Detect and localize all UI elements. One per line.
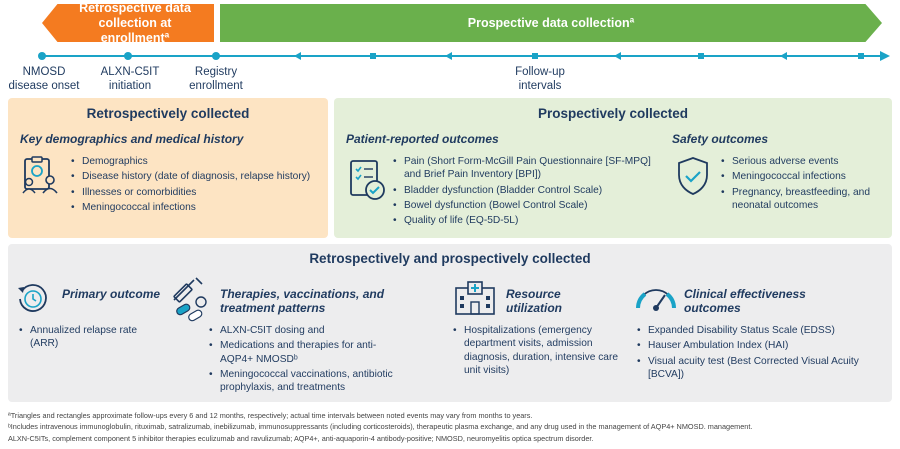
list-item: Hospitalizations (emergency department v… [452,324,622,377]
list-item: Pregnancy, breastfeeding, and neonatal o… [720,186,888,213]
resource-list: Hospitalizations (emergency department v… [452,324,622,379]
retro-and-prospective-panel-title: Retrospectively and prospectively collec… [309,251,591,266]
timeline-label-followup: Follow-up intervals [515,66,565,94]
list-item: Illnesses or comorbidities [70,186,325,200]
prospective-panel: Prospectively collected Patient-reported… [334,98,892,238]
timeline-arrowhead [880,51,890,61]
followup-triangle [614,52,621,60]
followup-triangle [445,52,452,60]
prospective-panel-title: Prospectively collected [537,106,689,121]
list-item: Demographics [70,155,325,169]
timeline-point-onset [38,52,46,60]
clinical-list: Expanded Disability Status Scale (EDSS) … [636,324,888,383]
timeline-point-initiation [124,52,132,60]
followup-rect [858,53,864,59]
prospective-banner-label: Prospective data collectionª [467,15,635,30]
primary-outcome-title: Primary outcome [62,287,161,301]
list-item: Meningococcal infections [720,170,888,184]
list-item: Bowel dysfunction (Bowel Control Scale) [392,199,660,213]
safety-list: Serious adverse events Meningococcal inf… [720,155,888,214]
followup-rect [370,53,376,59]
list-item: Meningococcal infections [70,201,325,215]
checklist-icon [350,160,385,200]
timeline-label-initiation-text: ALXN-C5IT initiation [100,66,160,92]
retrospective-panel-title: Retrospectively collected [86,106,250,121]
followup-rect [532,53,538,59]
timeline-label-onset-text: NMOSD disease onset [8,66,80,92]
retrospective-banner: Retrospective data collection at enrollm… [42,4,214,42]
footnote: ªTriangles and rectangles approximate fo… [8,411,533,420]
list-item: Serious adverse events [720,155,888,169]
hospital-icon [455,281,495,315]
safety-section-title: Safety outcomes [672,132,769,146]
timeline-label-enrollment-text: Registry enrollment [189,66,243,92]
retrospective-panel: Retrospectively collected Key demographi… [8,98,328,238]
clinical-effectiveness-title: Clinical effectiveness outcomes [684,287,806,315]
demographics-list: Demographics Disease history (date of di… [70,155,325,216]
footnote: ALXN-C5ITs, complement component 5 inhib… [8,433,594,443]
list-item: Annualized relapse rate (ARR) [18,324,158,351]
followup-rect [698,53,704,59]
pro-section-title: Patient-reported outcomes [346,132,499,146]
retro-and-prospective-panel: Retrospectively and prospectively collec… [8,244,892,402]
retrospective-banner-label: Retrospective data collection at enrollm… [79,0,191,45]
syringe-pills-icon [173,277,207,322]
followup-triangle [294,52,301,60]
clock-refresh-icon [18,284,47,312]
timeline-label-initiation: ALXN-C5IT initiation [101,66,160,94]
list-item: Disease history (date of diagnosis, rela… [70,170,325,184]
timeline-label-enrollment: Registry enrollment [189,66,243,94]
followup-triangle [780,52,787,60]
pro-list: Pain (Short Form-McGill Pain Questionnai… [392,155,660,229]
list-item: Expanded Disability Status Scale (EDSS) [636,324,888,338]
footnote: ᵇIncludes intravenous immunoglobulin, ri… [8,422,753,432]
primary-outcome-list: Annualized relapse rate (ARR) [18,324,158,353]
prospective-banner: Prospective data collectionª [220,4,882,42]
shield-check-icon [678,157,708,195]
timeline [38,51,890,61]
list-item: Meningococcal vaccinations, antibiotic p… [208,368,408,395]
list-item: Visual acuity test (Best Corrected Visua… [636,355,888,382]
therapies-list: ALXN-C5IT dosing and Medications and the… [208,324,408,396]
demographics-section-title: Key demographics and medical history [20,132,244,146]
list-item: Bladder dysfunction (Bladder Control Sca… [392,184,660,198]
footnotes: ªTriangles and rectangles approximate fo… [8,410,892,444]
list-item: ALXN-C5IT dosing and [208,324,408,338]
timeline-point-enrollment [212,52,220,60]
people-clipboard-icon [22,156,58,194]
list-item: Pain (Short Form-McGill Pain Questionnai… [392,155,660,182]
gauge-icon [636,289,676,311]
timeline-label-followup-text: Follow-up intervals [515,66,565,92]
therapies-title: Therapies, vaccinations, and treatment p… [220,287,385,315]
list-item: Quality of life (EQ-5D-5L) [392,214,660,228]
timeline-label-onset: NMOSD disease onset [9,66,80,94]
resource-utilization-title: Resource utilization [506,287,562,315]
list-item: Hauser Ambulation Index (HAI) [636,339,888,353]
list-item: Medications and therapies for anti-AQP4+… [208,339,408,366]
